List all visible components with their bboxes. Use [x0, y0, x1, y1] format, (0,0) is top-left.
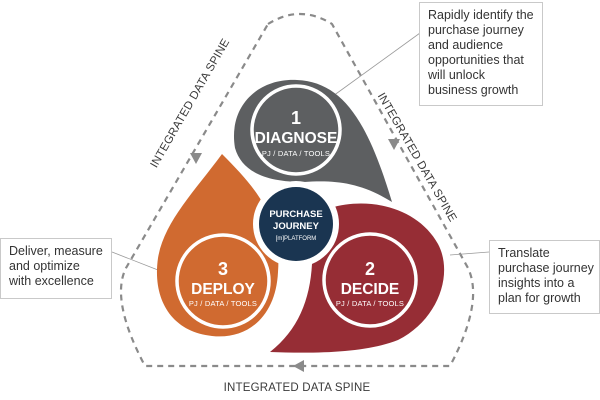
callout-diagnose-line: business growth — [428, 83, 519, 97]
stage-decide-sub: PJ / DATA / TOOLS — [336, 299, 404, 308]
callout-decide-line: purchase journey — [498, 261, 594, 275]
stage-diagnose-petal — [233, 79, 392, 202]
stage-deploy-ring — [175, 233, 271, 329]
hub-platform-label: [m]PLATFORM — [276, 236, 317, 242]
callout-decide-line: plan for growth — [498, 291, 581, 305]
stage-decide-ring — [322, 232, 418, 328]
callout-decide-line: insights into a — [498, 276, 575, 290]
stage-deploy-sub: PJ / DATA / TOOLS — [189, 299, 257, 308]
callout-diagnose-line: Rapidly identify the — [428, 8, 534, 22]
stage-deploy-title: DEPLOY — [191, 281, 255, 298]
stage-decide-number: 2 — [365, 259, 375, 279]
stage-deploy-petal — [156, 154, 279, 337]
spine-arrow-bottom-icon — [293, 360, 304, 372]
stage-diagnose-ring — [250, 84, 342, 176]
spine-label-left: INTEGRATED DATA SPINE — [149, 37, 233, 170]
callout-diagnose-line: and audience — [428, 38, 504, 52]
hub-circle — [259, 187, 333, 261]
callout-diagnose-connector — [332, 32, 421, 97]
callout-deploy-line: and optimize — [9, 259, 80, 273]
callout-deploy-connector — [111, 251, 159, 271]
callout-decide-line: Translate — [498, 246, 550, 260]
spine-label-right: INTEGRATED DATA SPINE — [375, 91, 459, 224]
callout-decide-connector — [449, 251, 490, 256]
callout-diagnose-line: opportunities that — [428, 53, 524, 67]
stage-deploy-number: 3 — [218, 259, 228, 279]
stage-diagnose-sub: PJ / DATA / TOOLS — [262, 149, 330, 158]
callout-deploy-line: Deliver, measure — [9, 244, 103, 258]
callout-diagnose-line: purchase journey — [428, 23, 524, 37]
stage-decide-title: DECIDE — [341, 281, 400, 298]
hub-title-line1: PURCHASE — [269, 209, 322, 220]
stage-deploy: 3 DEPLOY PJ / DATA / TOOLS — [156, 154, 279, 337]
stage-decide: 2 DECIDE PJ / DATA / TOOLS — [270, 203, 445, 353]
callout-diagnose-line: will unlock — [428, 68, 485, 82]
stage-diagnose-title: DIAGNOSE — [255, 130, 338, 147]
callout-deploy-line: with excellence — [9, 274, 94, 288]
spine-arrow-left-icon — [190, 153, 202, 164]
hub-title-line2: JOURNEY — [273, 221, 320, 232]
spine-label-bottom: INTEGRATED DATA SPINE — [224, 382, 371, 394]
stage-diagnose-number: 1 — [291, 108, 301, 128]
spine-arrow-right-icon — [388, 139, 400, 150]
stage-diagnose: 1 DIAGNOSE PJ / DATA / TOOLS — [233, 79, 392, 202]
hub: PURCHASE JOURNEY [m]PLATFORM — [253, 181, 339, 267]
